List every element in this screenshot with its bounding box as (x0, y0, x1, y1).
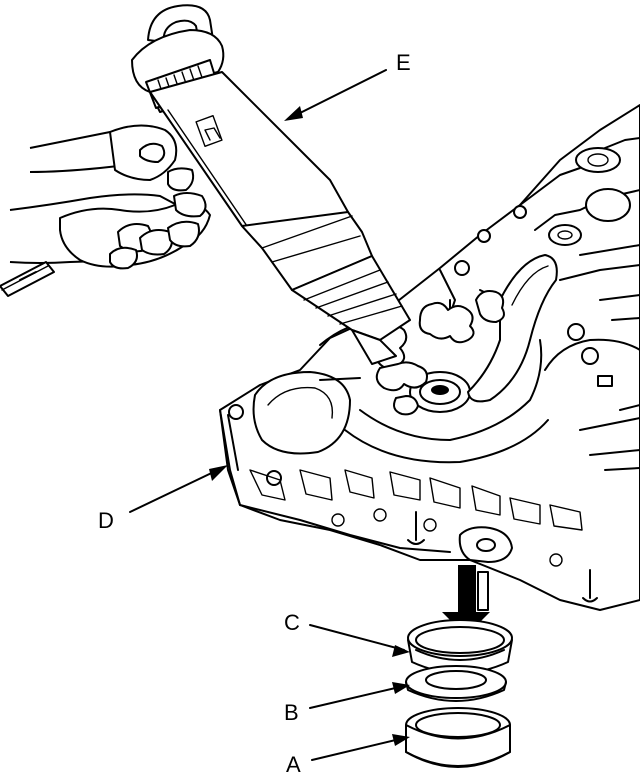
drop-direction-arrow (442, 565, 490, 636)
callout-leaders (129, 69, 410, 761)
label-a: A (286, 752, 301, 777)
label-e: E (396, 50, 411, 75)
seal-bushing-a (405, 707, 511, 768)
label-c: C (284, 610, 300, 635)
label-d: D (98, 508, 114, 533)
seal-driver-tool (131, 4, 411, 365)
label-b: B (284, 700, 299, 725)
technician-hands (0, 124, 211, 297)
transmission-housing (219, 104, 640, 611)
seal-washer-b (405, 665, 507, 702)
